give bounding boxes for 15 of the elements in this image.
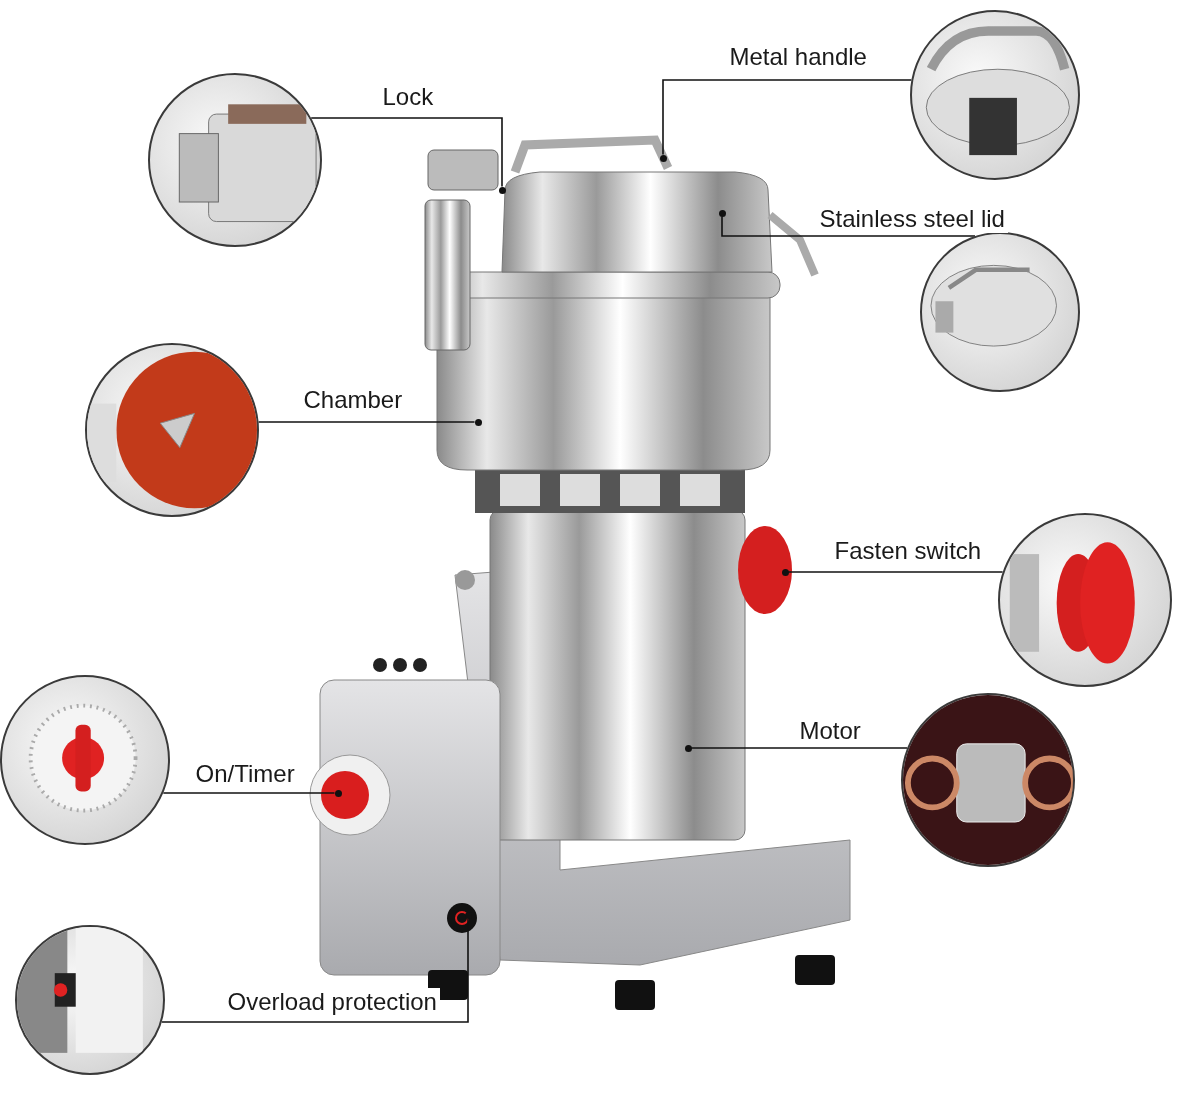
leader-line xyxy=(160,917,469,1023)
callout-point xyxy=(684,744,692,752)
leader-line xyxy=(257,421,476,423)
callout-point xyxy=(334,789,342,797)
leader-line xyxy=(162,792,336,794)
leader-line xyxy=(662,79,913,156)
leader-line xyxy=(310,117,503,188)
callout-point xyxy=(659,154,667,162)
callout-point xyxy=(781,568,789,576)
callout-point xyxy=(498,186,506,194)
leader-line xyxy=(787,571,1004,573)
leader-line xyxy=(721,215,976,237)
callout-point xyxy=(474,418,482,426)
leader-line xyxy=(690,747,908,749)
callout-point xyxy=(718,209,726,217)
